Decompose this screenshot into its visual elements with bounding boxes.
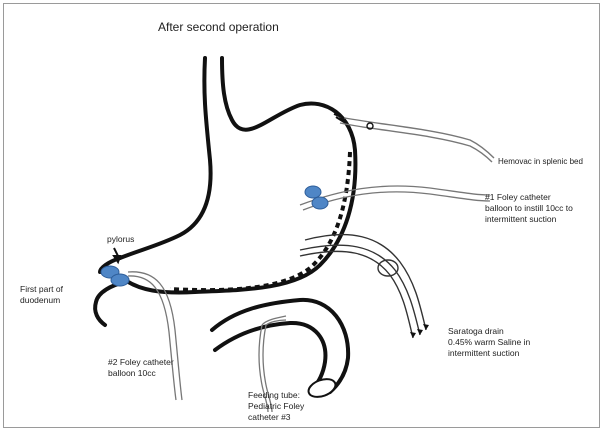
foley1-balloon — [305, 186, 328, 209]
label-pylorus: pylorus — [107, 234, 134, 245]
duodenum-lower — [95, 282, 125, 325]
label-foley-1: #1 Foley catheter balloon to instill 10c… — [485, 192, 573, 225]
hemovac-drain — [340, 117, 494, 162]
label-foley-2: #2 Foley catheter balloon 10cc — [108, 357, 174, 379]
tube-end — [306, 376, 338, 401]
label-saratoga-drain: Saratoga drain 0.45% warm Saline in inte… — [448, 326, 530, 359]
label-first-part-duodenum: First part of duodenum — [20, 284, 63, 306]
saratoga-drain — [300, 235, 426, 338]
esophagus-left-wall — [120, 58, 211, 258]
label-hemovac: Hemovac in splenic bed — [498, 156, 583, 167]
foley2-balloon — [101, 266, 129, 286]
saratoga-arrows — [410, 324, 429, 338]
label-feeding-tube: Feeding tube: Pediatric Foley catheter #… — [248, 390, 304, 423]
foley1-tube — [300, 186, 490, 210]
jejunal-loop-lower — [215, 323, 325, 388]
